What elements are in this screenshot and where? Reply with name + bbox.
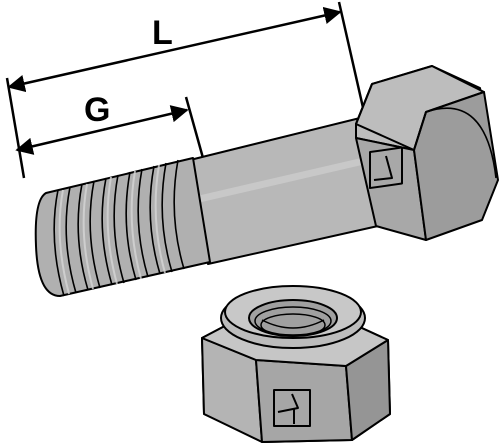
bolt-shank: [189, 117, 379, 265]
length-g-arrow: [15, 105, 189, 155]
dimension-annotations: [5, 1, 366, 179]
bolt-thread: [34, 157, 211, 297]
nut-bore: [248, 299, 338, 337]
nut-logo-icon: [273, 389, 311, 427]
extension-line-l-right: [337, 1, 366, 113]
bolt: [34, 65, 499, 297]
bolt-head-logo-icon: [369, 146, 403, 190]
extension-line-g-right: [184, 96, 205, 159]
bolt-head-side-face: [413, 91, 499, 241]
nut-inner-thread: [254, 306, 332, 337]
nut: [201, 285, 391, 443]
length-l-label: L: [152, 14, 173, 52]
nut-front-face: [255, 359, 353, 443]
extension-line-left: [5, 77, 26, 179]
length-g-label: G: [84, 91, 110, 129]
thread-ridges: [53, 159, 185, 297]
length-l-arrow: [7, 6, 342, 93]
